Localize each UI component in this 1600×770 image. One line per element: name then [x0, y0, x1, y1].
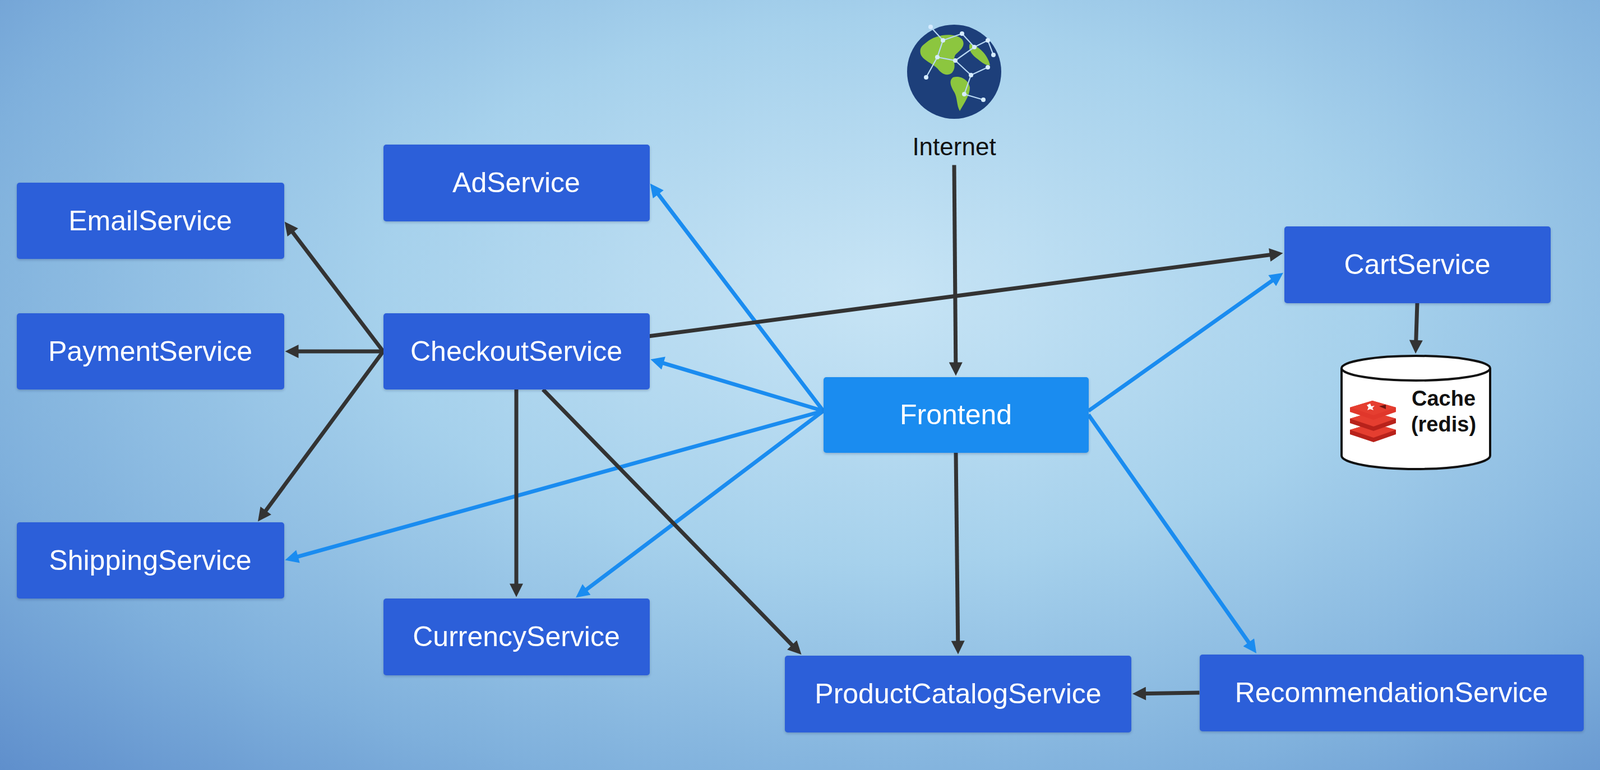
globe-dots [923, 24, 996, 103]
connector-arrow [1088, 276, 1279, 411]
service-box: EmailService [16, 182, 285, 260]
service-box: CheckoutService [383, 313, 650, 390]
node-text: CurrencyService [412, 620, 621, 654]
node-text: Frontend [899, 398, 1012, 432]
node-text: ProductCatalogService [814, 677, 1102, 711]
cache-cylinder: Cache (redis) [1339, 354, 1492, 470]
connector-arrow [292, 349, 384, 354]
network-label: Internet [898, 128, 1011, 166]
frontend-box: Frontend [823, 377, 1089, 453]
connector-arrow [581, 410, 824, 594]
connector-arrow [291, 410, 824, 559]
globe-land [919, 34, 964, 75]
connector-arrow [657, 361, 824, 412]
connector-arrow [1415, 303, 1418, 348]
connector-arrow [649, 253, 1277, 337]
service-box: CurrencyService [383, 598, 650, 676]
cylinder-top [1341, 355, 1491, 381]
node-text: AdService [452, 165, 581, 200]
node-text: Cache (redis) [1406, 386, 1481, 438]
node-text: RecommendationService [1235, 676, 1549, 710]
node-text: CartService [1343, 247, 1491, 282]
globe-network [926, 26, 994, 100]
cylinder-outline [1339, 354, 1492, 470]
cylinder-body [1341, 368, 1491, 470]
redis-icon [1349, 400, 1396, 443]
service-box: AdService [383, 144, 650, 222]
redis-star [1366, 403, 1375, 411]
globe-land [950, 76, 970, 112]
service-box: ShippingService [16, 522, 285, 599]
node-text: EmailService [68, 204, 233, 238]
globe-ocean [907, 24, 1002, 119]
service-box: CartService [1284, 226, 1551, 304]
connector-arrow [514, 389, 519, 591]
node-text: PaymentService [48, 334, 253, 369]
connector-arrow [955, 452, 959, 649]
connector-arrow [1088, 414, 1253, 649]
connector-arrow [288, 227, 384, 352]
connector-arrow [654, 188, 824, 411]
redis-layer [1349, 400, 1396, 420]
globe-land [969, 43, 991, 66]
service-box: RecommendationService [1199, 654, 1584, 732]
service-box: PaymentService [16, 313, 285, 390]
service-box: ProductCatalogService [784, 655, 1132, 733]
connector-arrow [1139, 692, 1200, 695]
node-text: Internet [912, 132, 996, 163]
node-text: CheckoutService [410, 334, 623, 369]
redis-layer-top [1349, 400, 1396, 416]
connector-arrow [954, 165, 956, 370]
node-text: ShippingService [48, 543, 252, 578]
globe-icon [903, 21, 1005, 123]
redis-mark [1379, 404, 1386, 410]
